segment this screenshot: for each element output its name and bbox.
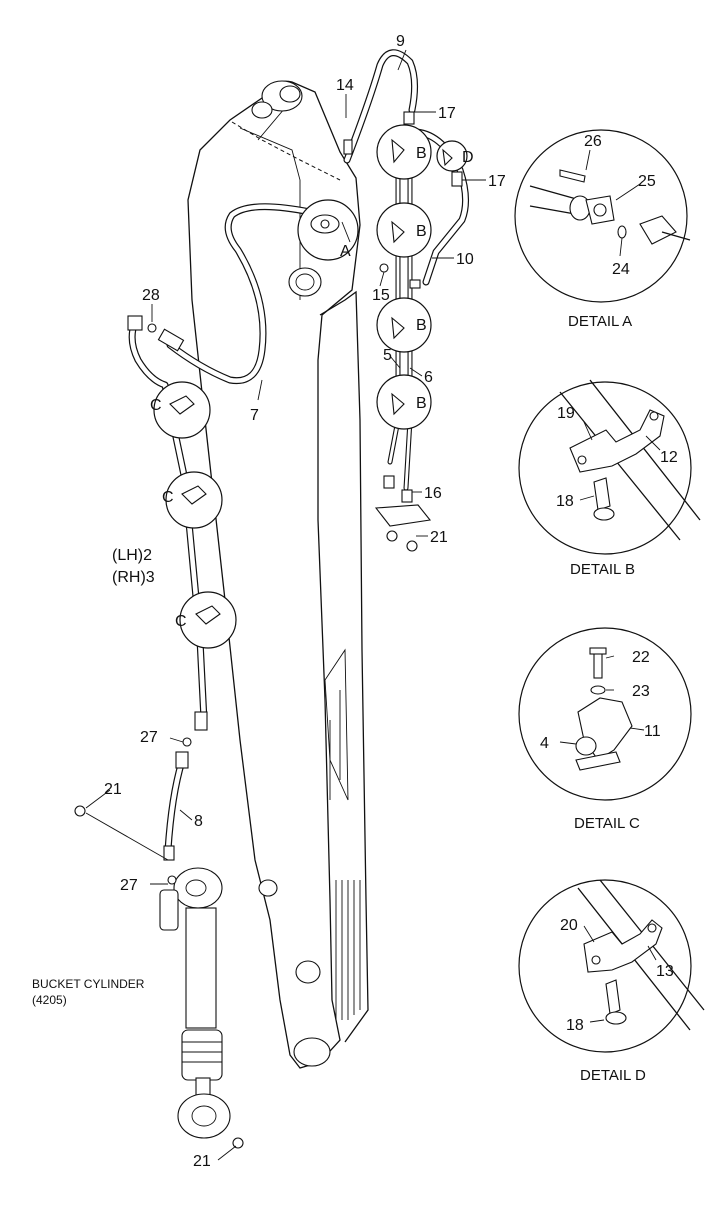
label-part-13: 13 bbox=[656, 963, 674, 980]
hose-10 bbox=[406, 128, 469, 286]
callout-circle-c1 bbox=[153, 381, 211, 439]
label-part-2-lh: (LH)2 bbox=[112, 547, 152, 564]
arm-stripes bbox=[324, 648, 361, 1020]
label-part-10: 10 bbox=[456, 251, 474, 268]
ref-letter-c-1: C bbox=[150, 397, 162, 414]
detail-c bbox=[518, 627, 692, 801]
ref-letter-b-1: B bbox=[416, 145, 427, 162]
detail-a bbox=[514, 129, 691, 303]
label-part-27-lower: 27 bbox=[120, 877, 138, 894]
label-part-21-bottom: 21 bbox=[193, 1153, 211, 1170]
label-part-22: 22 bbox=[632, 649, 650, 666]
label-part-8: 8 bbox=[194, 813, 203, 830]
label-part-16: 16 bbox=[424, 485, 442, 502]
callout-circle-c2 bbox=[165, 471, 223, 529]
ref-letter-c-3: C bbox=[175, 613, 187, 630]
pipe-2-3 bbox=[128, 318, 208, 724]
label-part-27-upper: 27 bbox=[140, 729, 158, 746]
callout-circle-b1 bbox=[376, 124, 432, 180]
callout-circle-d bbox=[436, 140, 468, 172]
label-part-26: 26 bbox=[584, 133, 602, 150]
label-part-9: 9 bbox=[396, 33, 405, 50]
detail-b bbox=[518, 379, 701, 555]
label-part-25: 25 bbox=[638, 173, 656, 190]
label-part-20: 20 bbox=[560, 917, 578, 934]
ref-letter-b-3: B bbox=[416, 317, 427, 334]
detail-d bbox=[518, 879, 705, 1053]
label-part-24: 24 bbox=[612, 261, 630, 278]
ref-letter-a: A bbox=[340, 243, 351, 260]
part-labels: 9 14 17 17 10 15 5 6 16 21 28 7 (LH)2 (R… bbox=[104, 33, 678, 1170]
ref-letter-d: D bbox=[462, 149, 474, 166]
callout-circle-b4 bbox=[376, 374, 432, 430]
label-part-14: 14 bbox=[336, 77, 354, 94]
label-part-21-plate: 21 bbox=[430, 529, 448, 546]
label-part-19: 19 bbox=[557, 405, 575, 422]
detail-ref-letters: A B B B B D C C C bbox=[150, 145, 474, 630]
label-part-11: 11 bbox=[644, 723, 661, 740]
label-part-18-b: 18 bbox=[556, 493, 574, 510]
cylinder-code: (4205) bbox=[32, 993, 67, 1007]
label-part-18-d: 18 bbox=[566, 1017, 584, 1034]
label-part-3-rh: (RH)3 bbox=[112, 569, 155, 586]
label-part-4: 4 bbox=[540, 735, 549, 752]
label-part-17-upper: 17 bbox=[438, 105, 456, 122]
detail-title-d: DETAIL D bbox=[580, 1067, 646, 1084]
ref-letter-c-2: C bbox=[162, 489, 174, 506]
hose-9 bbox=[343, 49, 419, 164]
label-part-7: 7 bbox=[250, 407, 259, 424]
leader-lines bbox=[85, 49, 486, 1161]
detail-title-a: DETAIL A bbox=[568, 313, 632, 330]
label-part-5: 5 bbox=[383, 347, 392, 364]
label-part-15: 15 bbox=[372, 287, 390, 304]
callout-circle-b3 bbox=[376, 297, 432, 353]
callout-circle-c3 bbox=[179, 591, 237, 649]
ref-letter-b-2: B bbox=[416, 223, 427, 240]
label-part-28: 28 bbox=[142, 287, 160, 304]
detail-title-b: DETAIL B bbox=[570, 561, 635, 578]
detail-title-c: DETAIL C bbox=[574, 815, 640, 832]
hose-7 bbox=[166, 203, 314, 385]
label-part-6: 6 bbox=[424, 369, 433, 386]
callout-circle-a bbox=[297, 199, 359, 261]
bucket-cylinder bbox=[74, 805, 244, 1149]
label-part-21-left: 21 bbox=[104, 781, 122, 798]
cylinder-name: BUCKET CYLINDER bbox=[32, 977, 145, 991]
ref-letter-b-4: B bbox=[416, 395, 427, 412]
label-part-23: 23 bbox=[632, 683, 650, 700]
label-part-17-lower: 17 bbox=[488, 173, 506, 190]
detail-titles: DETAIL A DETAIL B DETAIL C DETAIL D bbox=[568, 313, 646, 1084]
hose-8 bbox=[164, 751, 188, 854]
callout-circle-b2 bbox=[376, 202, 432, 258]
label-part-12: 12 bbox=[660, 449, 678, 466]
